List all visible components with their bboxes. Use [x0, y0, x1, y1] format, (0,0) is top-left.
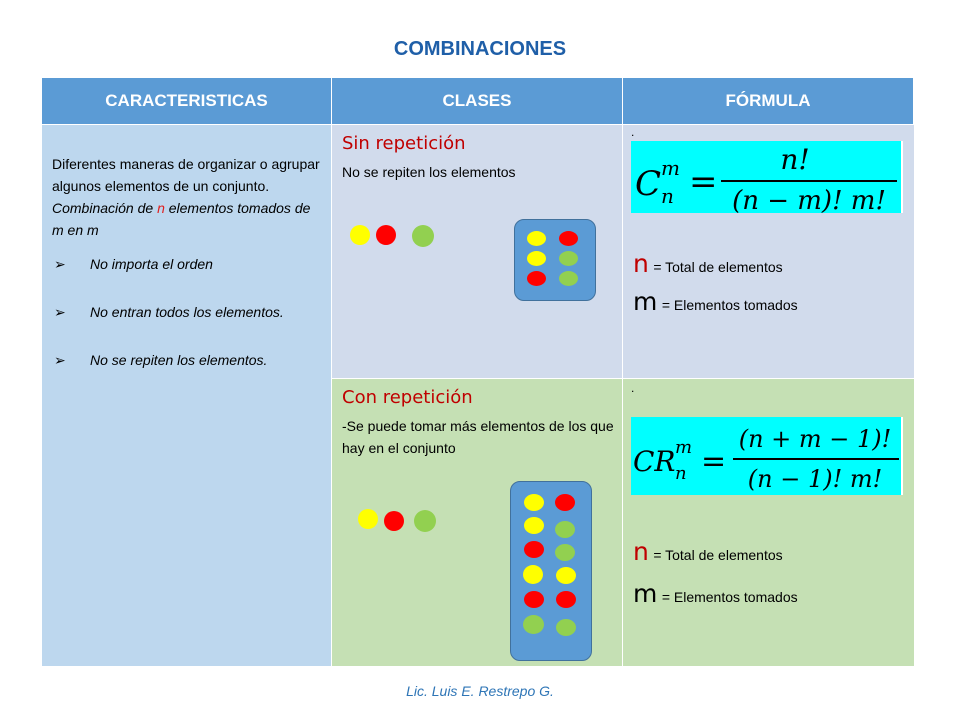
red-ball-icon — [524, 591, 544, 608]
legend-n-text: = Total de elementos — [653, 547, 783, 563]
formula-lhs-sub: n — [661, 184, 674, 208]
arrow-bullet-icon: ➢ — [54, 304, 66, 320]
arrow-bullet-icon: ➢ — [54, 256, 66, 272]
con-repeticion-description: -Se puede tomar más elementos de los que… — [342, 418, 614, 456]
green-ball-icon — [414, 510, 436, 532]
red-ball-icon — [524, 541, 544, 558]
formula-lhs-sup: m — [675, 437, 692, 458]
red-ball-icon — [556, 591, 576, 608]
formula-numerator: n! — [780, 143, 809, 176]
formula-denominator: (n − 1)! m! — [748, 465, 883, 493]
red-ball-icon — [559, 231, 578, 246]
list-item: ➢ No importa el orden — [52, 253, 321, 275]
yellow-ball-icon — [527, 231, 546, 246]
legend-m-text: = Elementos tomados — [661, 589, 798, 605]
red-ball-icon — [384, 511, 404, 531]
legend-n-symbol: n — [633, 249, 649, 278]
yellow-ball-icon — [527, 251, 546, 266]
formula-sin-repeticion-cell: . C m n = n! (n − m)! m! n = Total de el… — [623, 124, 914, 378]
legend-n-text: = Total de elementos — [653, 259, 783, 275]
formula-equals: = — [701, 444, 726, 479]
sin-repeticion-title: Sin repetición — [342, 133, 466, 154]
legend-m: m = Elementos tomados — [633, 579, 798, 608]
caracteristicas-description: Diferentes maneras de organizar o agrupa… — [52, 156, 320, 194]
yellow-ball-icon — [350, 225, 370, 245]
caracteristicas-bullets: ➢ No importa el orden ➢ No entran todos lo… — [52, 253, 321, 371]
combination-suffix: elementos tomados de m en m — [52, 200, 311, 238]
combinaciones-table: CARACTERISTICAS CLASES FÓRMULA Diferente… — [42, 78, 914, 666]
red-ball-icon — [527, 271, 546, 286]
green-ball-icon — [555, 544, 575, 561]
formula-mark: . — [631, 125, 635, 139]
list-item: ➢ No se repiten los elementos. — [52, 349, 321, 371]
formula-con-repeticion-svg: CR m n = (n + m − 1)! (n − 1)! m! — [633, 425, 899, 493]
sin-repeticion-cell: Sin repetición No se repiten los element… — [332, 124, 623, 378]
header-clases: CLASES — [332, 78, 623, 124]
combination-n: n — [157, 200, 165, 216]
list-item: ➢ No entran todos los elementos. — [52, 301, 321, 323]
formula-con-repeticion: CR m n = (n + m − 1)! (n − 1)! m! — [631, 417, 903, 495]
yellow-ball-icon — [556, 567, 576, 584]
combination-set-box — [514, 219, 596, 301]
formula-lhs-base: C — [635, 164, 661, 204]
green-ball-icon — [412, 225, 434, 247]
header-formula: FÓRMULA — [623, 78, 914, 124]
sin-repeticion-description: No se repiten los elementos — [342, 164, 516, 180]
legend-m-symbol: m — [633, 287, 658, 316]
combination-prefix: Combinación de — [52, 200, 158, 216]
bullet-text: No importa el orden — [90, 256, 213, 272]
combination-repetition-box — [510, 481, 592, 661]
formula-con-repeticion-cell: . CR m n = (n + m − 1)! (n − 1)! m! n = … — [623, 378, 914, 666]
formula-lhs-sub: n — [675, 463, 687, 484]
formula-lhs-sup: m — [661, 156, 680, 180]
red-ball-icon — [555, 494, 575, 511]
page-title: COMBINACIONES — [393, 38, 567, 60]
bullet-text: No entran todos los elementos. — [90, 304, 284, 320]
caracteristicas-combination: Combinación de n elementos tomados de m … — [52, 197, 321, 241]
green-ball-icon — [556, 619, 576, 636]
author-footer: Lic. Luis E. Restrepo G. — [406, 683, 554, 699]
formula-denominator: (n − m)! m! — [732, 186, 886, 213]
red-ball-icon — [376, 225, 396, 245]
yellow-ball-icon — [524, 494, 544, 511]
formula-sin-repeticion-svg: C m n = n! (n − m)! m! — [635, 143, 897, 216]
formula-numerator: (n + m − 1)! — [739, 425, 892, 453]
green-ball-icon — [555, 521, 575, 538]
green-ball-icon — [559, 271, 578, 286]
legend-m-symbol: m — [633, 579, 658, 608]
yellow-ball-icon — [523, 565, 543, 584]
formula-sin-repeticion: C m n = n! (n − m)! m! — [631, 141, 903, 216]
formula-lhs-base: CR — [633, 445, 676, 478]
yellow-ball-icon — [524, 517, 544, 534]
legend-m: m = Elementos tomados — [633, 287, 798, 316]
yellow-ball-icon — [358, 509, 378, 529]
con-repeticion-title: Con repetición — [342, 387, 473, 408]
header-caracteristicas: CARACTERISTICAS — [42, 78, 332, 124]
legend-n-symbol: n — [633, 537, 649, 566]
caracteristicas-cell: Diferentes maneras de organizar o agrupa… — [42, 124, 332, 666]
legend-n: n = Total de elementos — [633, 537, 783, 566]
formula-mark: . — [631, 381, 635, 395]
bullet-text: No se repiten los elementos. — [90, 352, 268, 368]
con-repeticion-cell: Con repetición -Se puede tomar más eleme… — [332, 378, 623, 666]
legend-m-text: = Elementos tomados — [661, 297, 798, 313]
legend-n: n = Total de elementos — [633, 249, 783, 278]
formula-equals: = — [689, 162, 718, 202]
arrow-bullet-icon: ➢ — [54, 352, 66, 368]
green-ball-icon — [559, 251, 578, 266]
green-ball-icon — [523, 615, 544, 634]
